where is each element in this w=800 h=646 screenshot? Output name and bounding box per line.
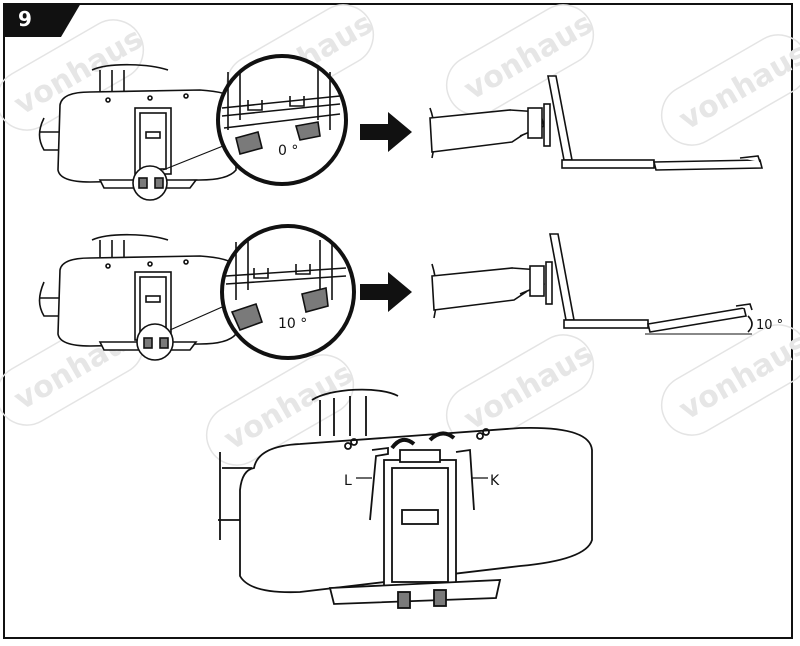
top-side-view [429, 75, 764, 171]
middle-angle-label: 10 ° [278, 316, 307, 332]
step-badge [3, 3, 81, 37]
middle-zoom-detail [225, 240, 347, 332]
middle-arrow [360, 272, 412, 312]
left-handle-label: L [344, 473, 352, 489]
top-zoom-detail [221, 68, 341, 155]
watermark-layer: vonhaus vonhaus vonhaus vonhaus vonhaus … [0, 4, 800, 466]
bottom-detail-view [218, 388, 593, 609]
middle-row-10-degree: 10 ° [38, 224, 356, 361]
right-handle-label: K [490, 473, 500, 489]
top-angle-label: 0 ° [278, 143, 298, 159]
top-row-0-degree: 0 ° [38, 54, 348, 201]
right-handle [455, 448, 475, 511]
side-angle-label: 10 ° [756, 318, 783, 333]
top-arrow [360, 112, 412, 152]
watermark-text: vonhaus [673, 326, 800, 427]
page-border [3, 3, 793, 639]
middle-side-view [431, 233, 753, 335]
step-number: 9 [18, 7, 32, 31]
left-handle [369, 446, 389, 521]
watermark-text: vonhaus [673, 36, 800, 137]
